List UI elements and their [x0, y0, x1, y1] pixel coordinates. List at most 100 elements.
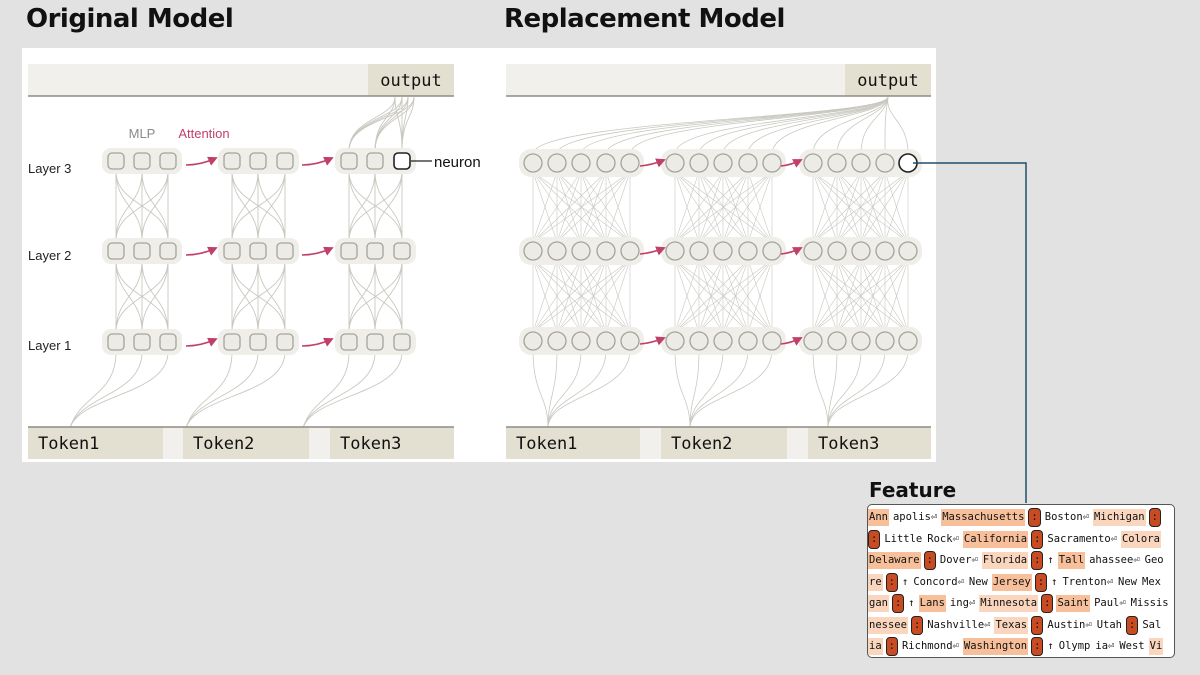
transcoder-wire	[532, 171, 631, 243]
mlp-wire	[115, 260, 143, 333]
feature-title: Feature	[869, 478, 957, 502]
output-wire	[605, 96, 889, 155]
transcoder-wire	[836, 171, 909, 243]
transcoder-wire	[698, 259, 773, 333]
context-token: Vi	[1148, 638, 1164, 655]
output-wire	[887, 96, 909, 155]
mlp-neuron	[249, 152, 267, 170]
mlp-wire	[257, 170, 286, 242]
transcoder-wire	[674, 171, 749, 243]
activating-token: :	[1031, 529, 1044, 549]
activating-token: :	[1031, 551, 1044, 570]
context-token: Boston⏎	[1044, 511, 1090, 523]
token-wire	[547, 349, 631, 429]
token-wire	[827, 349, 862, 429]
attention-arrow	[185, 246, 218, 256]
replacement-nodes	[519, 149, 922, 355]
token-wire	[69, 351, 143, 429]
mlp-wire	[115, 170, 169, 242]
feature-node	[596, 153, 616, 173]
feature-node	[851, 331, 871, 351]
token-wire	[689, 349, 700, 429]
context-token: nessee	[868, 616, 908, 634]
feature-node	[689, 241, 709, 261]
feature-node	[762, 153, 782, 173]
token-wire	[302, 351, 376, 429]
feature-node	[875, 331, 895, 351]
feature-node	[547, 241, 567, 261]
feature-node	[851, 153, 871, 173]
context-token: ↑	[1051, 575, 1058, 588]
context-token: Trenton⏎	[1062, 575, 1114, 588]
feature-connector-line	[913, 162, 1027, 503]
feature-node	[523, 153, 543, 173]
feature-node	[620, 153, 640, 173]
output-wire	[374, 96, 415, 152]
feature-node	[738, 241, 758, 261]
context-token: ↑	[908, 597, 915, 609]
attention-arrow	[780, 337, 803, 346]
feature-node	[713, 331, 733, 351]
activating-token: :	[1041, 594, 1054, 613]
original-token1-label: Token1	[38, 434, 99, 454]
transcoder-wire	[812, 259, 838, 333]
token-wire	[827, 349, 909, 429]
context-token: ing⏎	[949, 597, 976, 609]
context-token: Austin⏎	[1047, 618, 1092, 631]
context-token: Delaware	[868, 552, 921, 569]
transcoder-wire	[674, 171, 773, 243]
activating-token: :	[910, 615, 924, 635]
feature-node	[523, 241, 543, 261]
transcoder-wire	[812, 171, 862, 243]
context-token: New	[1118, 575, 1137, 588]
replacement-model-title: Replacement Model	[504, 4, 785, 34]
feature-node	[547, 331, 567, 351]
mlp-wire	[348, 170, 403, 242]
transcoder-wire	[812, 171, 838, 243]
attention-arrow	[301, 156, 334, 166]
mlp-legend-label: MLP	[129, 126, 156, 141]
original-wires	[69, 96, 415, 429]
feature-node	[665, 241, 685, 261]
feature-node	[571, 153, 591, 173]
context-token: West	[1119, 640, 1145, 652]
transcoder-wire	[698, 171, 773, 243]
token-wire	[532, 349, 549, 429]
mlp-neuron	[133, 242, 151, 260]
activating-token: :	[885, 572, 898, 592]
token-wire	[689, 349, 773, 429]
transcoder-wire	[674, 259, 773, 333]
original-nodes	[102, 148, 416, 355]
mlp-neuron	[276, 152, 294, 170]
mlp-neuron	[340, 242, 358, 260]
attention-arrow	[185, 337, 218, 347]
context-token: ia⏎	[1095, 640, 1115, 652]
feature-node	[827, 331, 847, 351]
replacement-token-bar: Token1 Token2 Token3	[506, 426, 931, 459]
output-wire	[812, 96, 889, 155]
mlp-neuron	[107, 242, 125, 260]
context-token: Minnesota	[979, 595, 1039, 612]
context-token: Saint	[1056, 595, 1091, 612]
token-wire	[689, 349, 724, 429]
layer-3-label: Layer 3	[28, 161, 71, 176]
context-token: ahassee⏎	[1089, 554, 1140, 566]
mlp-neuron	[393, 333, 411, 351]
layer-2-label: Layer 2	[28, 248, 71, 263]
transcoder-wire	[532, 171, 607, 243]
context-token: ↑	[901, 575, 909, 588]
context-token: Concord⏎	[913, 575, 964, 588]
context-token: Missis	[1130, 597, 1169, 609]
transcoder-wire	[532, 171, 582, 243]
original-token3-label: Token3	[340, 434, 401, 454]
context-token: Little	[884, 532, 923, 545]
token-wire	[302, 351, 350, 429]
token-wire	[69, 351, 117, 429]
feature-context-row: nessee:Nashville⏎Texas:Austin⏎Utah:Sal	[868, 615, 1165, 635]
context-token: ↑	[1047, 554, 1054, 566]
output-wire	[771, 96, 889, 155]
feature-node	[523, 331, 543, 351]
transcoder-wire	[674, 259, 700, 333]
transcoder-wire	[812, 259, 909, 333]
